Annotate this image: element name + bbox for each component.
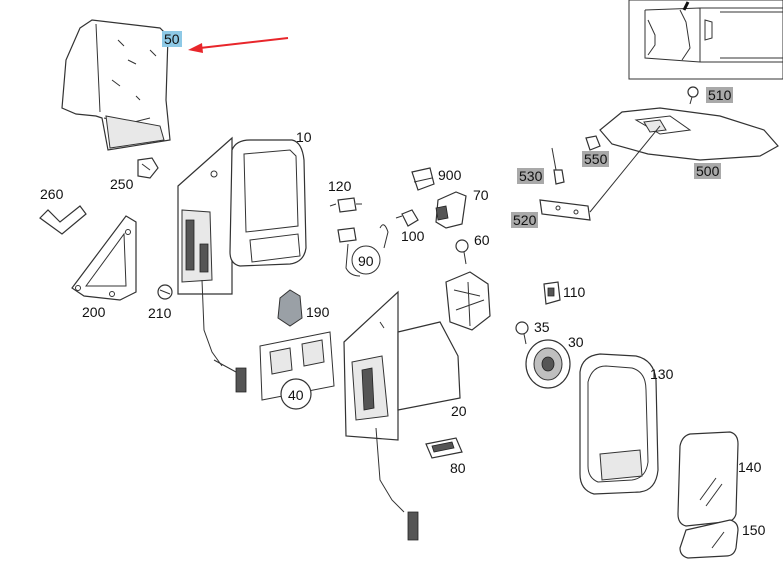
part-10-mirror-assembly[interactable] bbox=[177, 136, 307, 393]
part-520-bracket[interactable] bbox=[539, 125, 661, 221]
label-part-210: 210 bbox=[148, 305, 172, 321]
label-part-10: 10 bbox=[296, 129, 312, 145]
part-35-screw[interactable] bbox=[515, 321, 529, 345]
part-40-motor-set[interactable] bbox=[259, 331, 335, 410]
label-part-150: 150 bbox=[742, 522, 766, 538]
label-part-250: 250 bbox=[110, 176, 134, 192]
label-part-190: 190 bbox=[306, 304, 330, 320]
label-part-510: 510 bbox=[706, 87, 734, 103]
label-part-200: 200 bbox=[82, 304, 106, 320]
label-part-110: 110 bbox=[563, 284, 586, 300]
part-60-screw[interactable] bbox=[455, 239, 469, 265]
label-part-80: 80 bbox=[450, 460, 466, 476]
part-30-motor[interactable] bbox=[525, 339, 571, 389]
label-part-30: 30 bbox=[568, 334, 584, 350]
label-part-35: 35 bbox=[534, 319, 550, 335]
part-70-turn-signal[interactable] bbox=[435, 191, 467, 229]
part-200-triangle-cover[interactable] bbox=[71, 215, 137, 301]
mirror-position-marker bbox=[682, 1, 690, 11]
label-part-140: 140 bbox=[738, 459, 762, 475]
label-part-50[interactable]: 50 bbox=[162, 31, 182, 47]
part-260-hex-key[interactable] bbox=[39, 205, 87, 235]
callout-arrow bbox=[188, 37, 289, 53]
part-110-bracket[interactable] bbox=[543, 281, 561, 305]
label-part-120: 120 bbox=[328, 178, 352, 194]
part-150-wide-angle-glass[interactable] bbox=[679, 519, 739, 559]
label-part-100: 100 bbox=[401, 228, 425, 244]
part-100-lamp[interactable] bbox=[395, 209, 419, 227]
label-part-500: 500 bbox=[694, 163, 722, 179]
part-120-connector[interactable] bbox=[329, 197, 362, 213]
part-530-pin[interactable] bbox=[551, 147, 565, 185]
part-510-screw[interactable] bbox=[687, 86, 699, 105]
vehicle-locator-inset bbox=[628, 0, 783, 80]
part-140-mirror-glass[interactable] bbox=[677, 431, 739, 527]
part-500-lower-cover[interactable] bbox=[599, 107, 779, 161]
label-part-90: 90 bbox=[358, 253, 374, 269]
part-550-nut[interactable] bbox=[585, 135, 601, 151]
label-part-70: 70 bbox=[473, 187, 489, 203]
part-80-connector-block[interactable] bbox=[425, 437, 463, 459]
label-part-40: 40 bbox=[288, 387, 304, 403]
label-part-550: 550 bbox=[582, 151, 610, 167]
label-part-130: 130 bbox=[650, 366, 674, 382]
part-130-glass-frame[interactable] bbox=[579, 353, 659, 495]
part-210-screw[interactable] bbox=[157, 284, 173, 300]
label-part-530: 530 bbox=[517, 168, 545, 184]
label-part-900: 900 bbox=[438, 167, 462, 183]
part-190-actuator[interactable] bbox=[277, 289, 303, 327]
part-250-clip[interactable] bbox=[137, 157, 159, 179]
label-part-20: 20 bbox=[451, 403, 467, 419]
label-part-520: 520 bbox=[511, 212, 539, 228]
part-90-connector-group[interactable] bbox=[337, 224, 389, 277]
part-900-bulb[interactable] bbox=[411, 167, 435, 191]
label-part-60: 60 bbox=[474, 232, 490, 248]
part-50-mirror-cover[interactable] bbox=[61, 19, 171, 151]
label-part-260: 260 bbox=[40, 186, 64, 202]
part-20-mirror-base[interactable] bbox=[343, 271, 491, 541]
